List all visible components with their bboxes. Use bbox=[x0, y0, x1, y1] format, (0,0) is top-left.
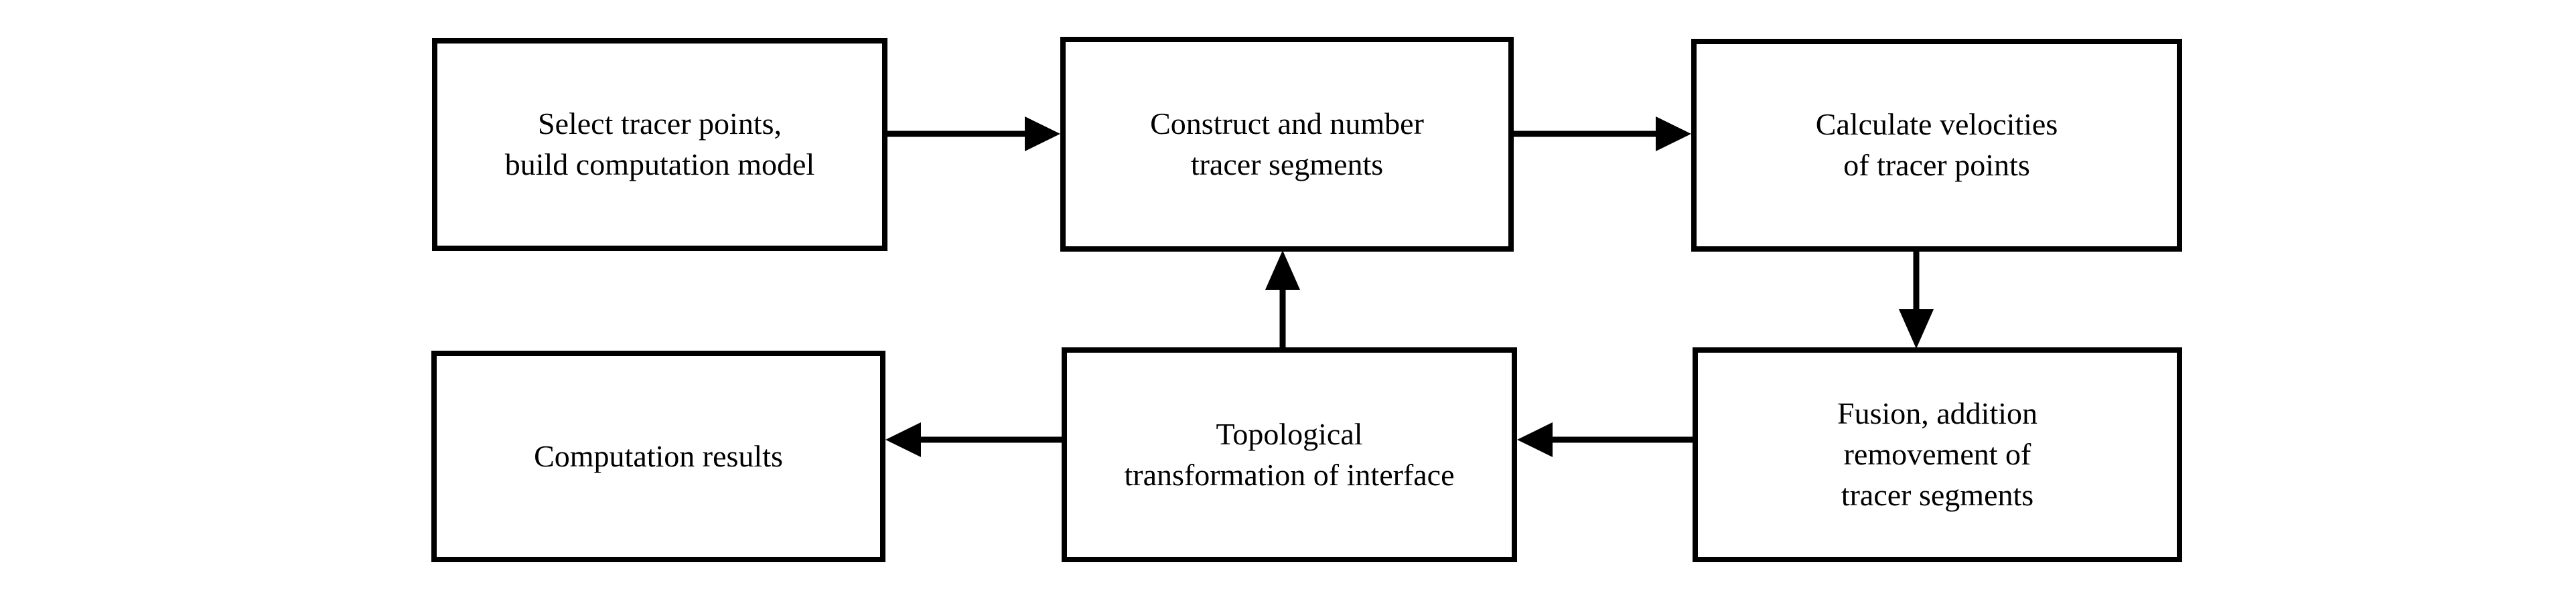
node-line-3: tracer segments bbox=[1841, 477, 2034, 512]
node-line-2: tracer segments bbox=[1190, 147, 1384, 181]
arrow-select-to-construct bbox=[887, 116, 1060, 151]
node-line-1: Select tracer points, bbox=[537, 106, 782, 141]
node-topological-transformation[interactable]: Topological transformation of interface bbox=[1062, 347, 1517, 562]
node-computation-results[interactable]: Computation results bbox=[431, 351, 885, 562]
node-label-group: Construct and number tracer segments bbox=[1150, 104, 1424, 185]
node-calculate-velocities[interactable]: Calculate velocities of tracer points bbox=[1691, 39, 2182, 252]
node-line-2: of tracer points bbox=[1843, 148, 2030, 182]
node-label-group: Topological transformation of interface bbox=[1035, 414, 1544, 495]
node-line-1: Computation results bbox=[534, 438, 783, 473]
node-line-1: Topological bbox=[1216, 416, 1363, 451]
node-construct-number-segments[interactable]: Construct and number tracer segments bbox=[1060, 37, 1514, 252]
node-label-group: Select tracer points, build computation … bbox=[505, 104, 815, 185]
arrow-construct-to-calculate bbox=[1514, 116, 1691, 151]
arrow-calculate-to-fusion bbox=[1899, 252, 1934, 349]
node-line-1: Calculate velocities bbox=[1815, 107, 2058, 142]
node-label-group: Fusion, addition removement of tracer se… bbox=[1837, 394, 2037, 515]
node-line-1: Fusion, addition bbox=[1837, 396, 2038, 431]
node-label-group: Calculate velocities of tracer points bbox=[1816, 104, 2058, 185]
node-line-2: transformation of interface bbox=[1124, 457, 1455, 492]
node-label-group: Computation results bbox=[534, 436, 783, 477]
node-fusion-addition-removement[interactable]: Fusion, addition removement of tracer se… bbox=[1693, 347, 2182, 562]
node-line-1: Construct and number bbox=[1150, 106, 1424, 141]
node-select-tracer-points[interactable]: Select tracer points, build computation … bbox=[432, 38, 887, 251]
node-line-2: removement of bbox=[1843, 437, 2031, 472]
arrow-topological-to-construct bbox=[1265, 250, 1300, 347]
node-line-2: build computation model bbox=[504, 147, 815, 181]
